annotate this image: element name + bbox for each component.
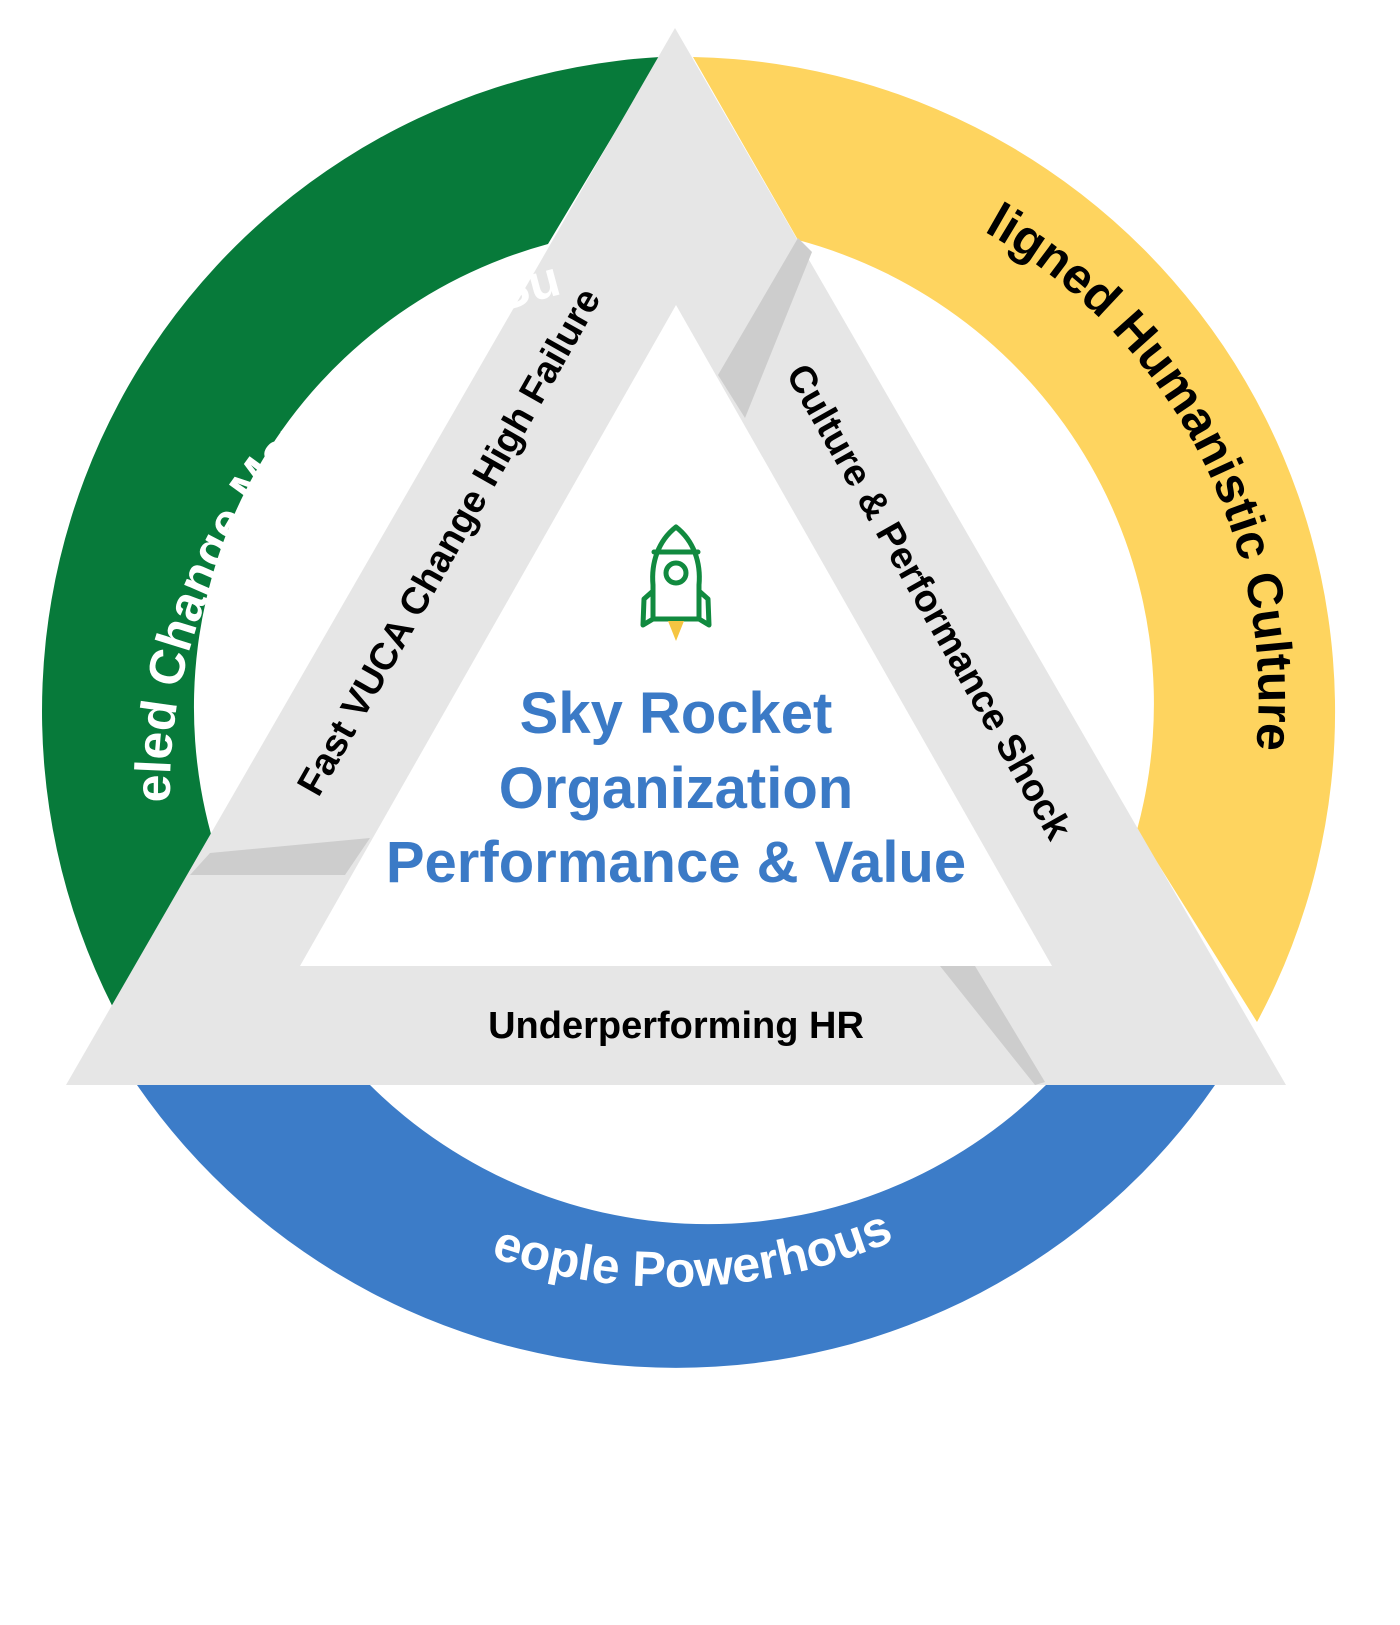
center-title-line-3: Performance & Value [386,830,966,895]
triangle-fold-shadow-left [190,838,370,875]
center-title-line-1: Sky Rocket [520,681,833,746]
ring-segment-green [42,57,661,1044]
ring-segment-yellow [693,57,1336,1022]
triangle-fold-shadow-bottom [940,966,1045,1085]
center-title-line-2: Organization [499,756,853,821]
rocket-icon [640,524,712,641]
ring-segment-blue [137,1085,1215,1368]
triangle-fold-shadow-right [718,238,812,418]
triangle-bottom-label: Underperforming HR [488,1005,864,1047]
